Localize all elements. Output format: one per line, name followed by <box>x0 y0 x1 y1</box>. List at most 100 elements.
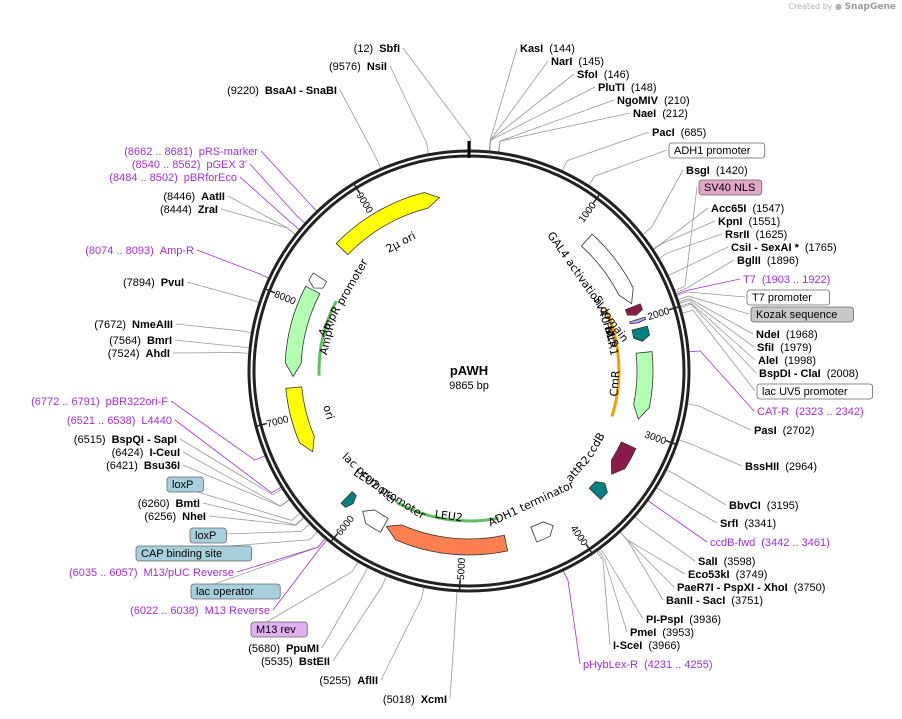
site-label-text: BssHII(2964) <box>745 461 817 473</box>
site-label-loxp: loxP <box>166 476 204 493</box>
site-label-text: BspDI - ClaI(2008) <box>759 368 859 380</box>
feature-box <box>750 306 854 323</box>
site-label-csii-sexai: CsiI - SexAI *(1765) <box>731 242 837 254</box>
site-label-pi-pspi: PI-PspI(3936) <box>646 614 721 626</box>
feature-2-ori <box>335 192 441 256</box>
site-label-text: (5255)AflII <box>319 675 378 687</box>
site-name: pBR322ori-F <box>106 396 169 408</box>
site-label-ccdb-fwd: ccdB-fwd(3442 .. 3461) <box>710 537 830 549</box>
site-label-text: (6421)Bsu36I <box>106 460 180 472</box>
site-name: Acc65I <box>711 203 746 215</box>
site-label-text: NaeI(212) <box>633 108 688 120</box>
feature-label: AmpR promoter <box>316 256 371 339</box>
site-label-loxp: loxP <box>189 527 227 544</box>
feature-box-label: SV40 NLS <box>704 182 755 194</box>
site-name: SrfI <box>720 518 738 530</box>
snapgene-logo-icon: ● <box>835 2 843 11</box>
site-name: BmrI <box>147 335 172 347</box>
site-name: pHybLex-R <box>583 659 638 671</box>
site-name: BsgI <box>686 165 710 177</box>
feature-ha <box>629 316 647 325</box>
feature-label: HA <box>600 320 617 339</box>
tick-label: 3000 <box>643 430 668 448</box>
site-label-text: (6256)NheI <box>144 511 206 523</box>
site-position: (1998) <box>784 355 816 367</box>
feature-box-label: loxP <box>195 530 216 542</box>
leader-line <box>619 531 664 601</box>
site-position: (3195) <box>767 500 799 512</box>
site-position: (148) <box>631 82 657 94</box>
site-position: (5535) <box>261 656 293 668</box>
feature-leu2-promoter <box>362 509 389 533</box>
feature-label: ADH1 terminator <box>486 478 576 530</box>
site-label-bsteii: (5535)BstEII <box>261 656 330 668</box>
site-label-text: PmeI(3953) <box>630 627 694 639</box>
site-name: PI-PspI <box>646 614 683 626</box>
site-label-cat-r: CAT-R(2323 .. 2342) <box>757 406 864 418</box>
site-label-bsaai-snabi: (9220)BsaAI - SnaBI <box>227 85 337 97</box>
site-label-pgex-3: (8540 .. 8562)pGEX 3' <box>132 159 247 171</box>
feature-label: 2µ ori <box>384 229 418 255</box>
feature-box-label: lac operator <box>196 586 254 598</box>
feature-ccdb <box>610 441 637 475</box>
site-label-ngomiv: NgoMIV(210) <box>617 95 690 107</box>
leader-line <box>498 112 631 154</box>
site-label-bsgi: BsgI(1420) <box>686 165 748 177</box>
site-name: SbfI <box>379 43 400 55</box>
site-label-text: Eco53kI(3749) <box>688 569 767 581</box>
site-name: KasI <box>520 43 543 55</box>
leader-line <box>599 547 644 620</box>
feature-box <box>135 545 252 562</box>
site-label-naei: NaeI(212) <box>633 108 688 120</box>
feature-lac-promoter <box>340 491 357 508</box>
site-label-cap-binding-site: CAP binding site <box>135 545 252 562</box>
site-label-nmeaiii: (7672)NmeAIII <box>94 319 173 331</box>
site-label-sfii: SfiI(1979) <box>757 342 812 354</box>
feature-box <box>756 383 873 400</box>
site-position: (5255) <box>319 675 351 687</box>
site-label-i-scei: I-SceI(3966) <box>613 640 680 652</box>
site-label-alei: AleI(1998) <box>758 355 816 367</box>
site-position: (8484 .. 8502) <box>109 172 178 184</box>
site-label-text: (5535)BstEII <box>261 656 330 668</box>
site-label-text: ccdB-fwd(3442 .. 3461) <box>710 537 830 549</box>
leader-line <box>488 60 549 152</box>
leader-line <box>227 195 297 236</box>
site-label-t7: T7(1903 .. 1922) <box>743 274 830 286</box>
feature-ampr <box>284 285 321 378</box>
feature-attr2 <box>588 481 608 501</box>
site-label-text: (8074 .. 8093)Amp-R <box>85 245 194 257</box>
site-label-l4440: (6521 .. 6538)L4440 <box>67 415 172 427</box>
site-label-ndei: NdeI(1968) <box>756 329 818 341</box>
site-label-bglii: BglII(1896) <box>737 255 799 267</box>
leader-line <box>380 586 425 681</box>
site-position: (4231 .. 4255) <box>644 659 713 671</box>
leader-line <box>587 149 668 187</box>
site-position: (7524) <box>108 348 140 360</box>
site-label-text: T7(1903 .. 1922) <box>743 274 830 286</box>
leader-line <box>652 207 709 250</box>
site-label-prs-marker: (8662 .. 8681)pRS-marker <box>124 146 258 158</box>
site-name: L4440 <box>141 415 172 427</box>
tick-label: 9000 <box>354 191 375 216</box>
leader-line <box>681 309 756 392</box>
site-label-text: SalI(3598) <box>698 556 755 568</box>
site-label-sali: SalI(3598) <box>698 556 755 568</box>
site-label-sbfi: (12)SbfI <box>354 43 400 55</box>
site-position: (7672) <box>94 319 126 331</box>
tick-mark <box>255 422 267 428</box>
leader-line <box>402 47 472 152</box>
leader-line <box>196 249 270 279</box>
site-name: SalI <box>698 556 718 568</box>
site-label-t7-promoter: T7 promoter <box>746 289 830 306</box>
tick-label: 6000 <box>334 513 357 538</box>
site-label-text: (8662 .. 8681)pRS-marker <box>124 146 258 158</box>
site-position: (8662 .. 8681) <box>124 146 193 158</box>
site-label-text: KasI(144) <box>520 43 575 55</box>
site-name: RsrII <box>725 229 749 241</box>
site-label-text: (9220)BsaAI - SnaBI <box>227 85 337 97</box>
leader-line <box>389 65 430 155</box>
site-position: (6772 .. 6791) <box>31 396 100 408</box>
site-label-text: (6521 .. 6538)L4440 <box>67 415 172 427</box>
